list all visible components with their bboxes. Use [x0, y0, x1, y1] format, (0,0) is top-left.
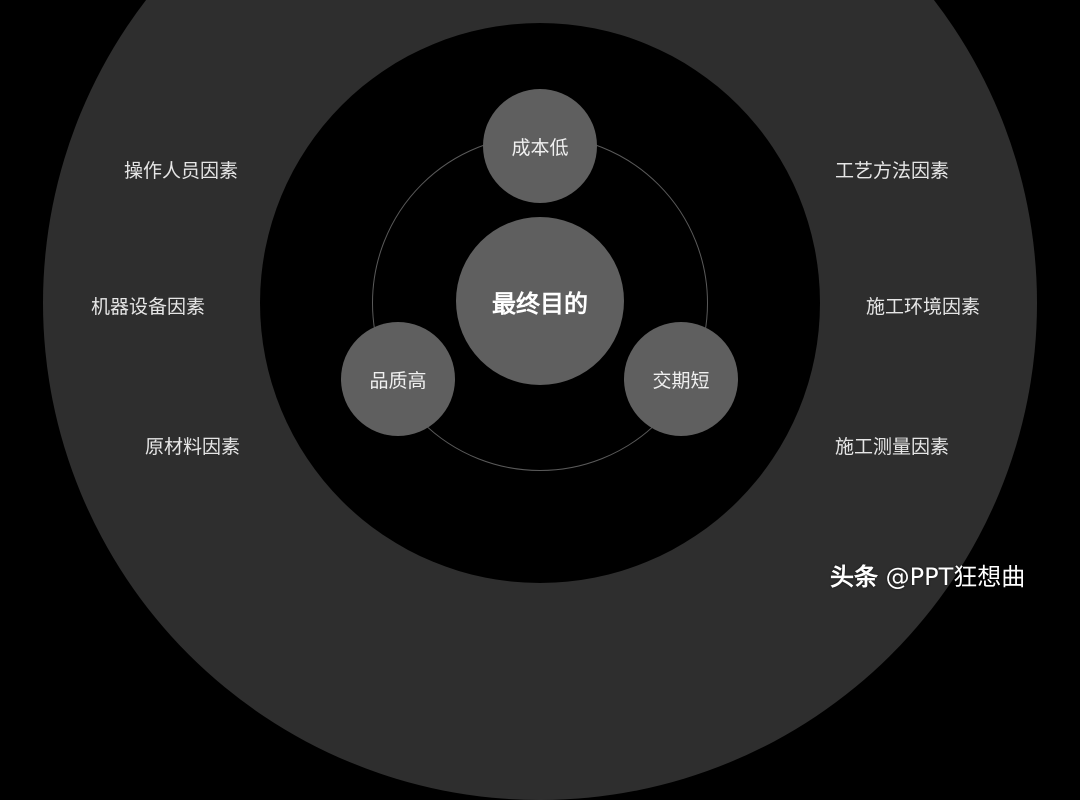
goal-label-cost: 成本低 [511, 136, 569, 159]
factor-measurement: 施工测量因素 [835, 436, 950, 458]
factor-environment: 施工环境因素 [866, 296, 981, 318]
goal-node-quality: 品质高 [341, 322, 455, 436]
goal-label-quality: 品质高 [369, 369, 427, 392]
goal-node-delivery: 交期短 [624, 322, 738, 436]
factor-operator: 操作人员因素 [124, 160, 239, 182]
goal-label-delivery: 交期短 [652, 369, 710, 392]
goal-node-cost: 成本低 [483, 89, 597, 203]
factor-method: 工艺方法因素 [835, 160, 950, 182]
factor-material: 原材料因素 [145, 436, 241, 458]
center-label: 最终目的 [492, 289, 588, 318]
center-node: 最终目的 [456, 217, 624, 385]
watermark: 头条 @PPT狂想曲 [830, 557, 1025, 592]
watermark-handle: @PPT狂想曲 [885, 563, 1026, 591]
watermark-brand: 头条 [830, 563, 878, 591]
factor-machine: 机器设备因素 [91, 296, 206, 318]
